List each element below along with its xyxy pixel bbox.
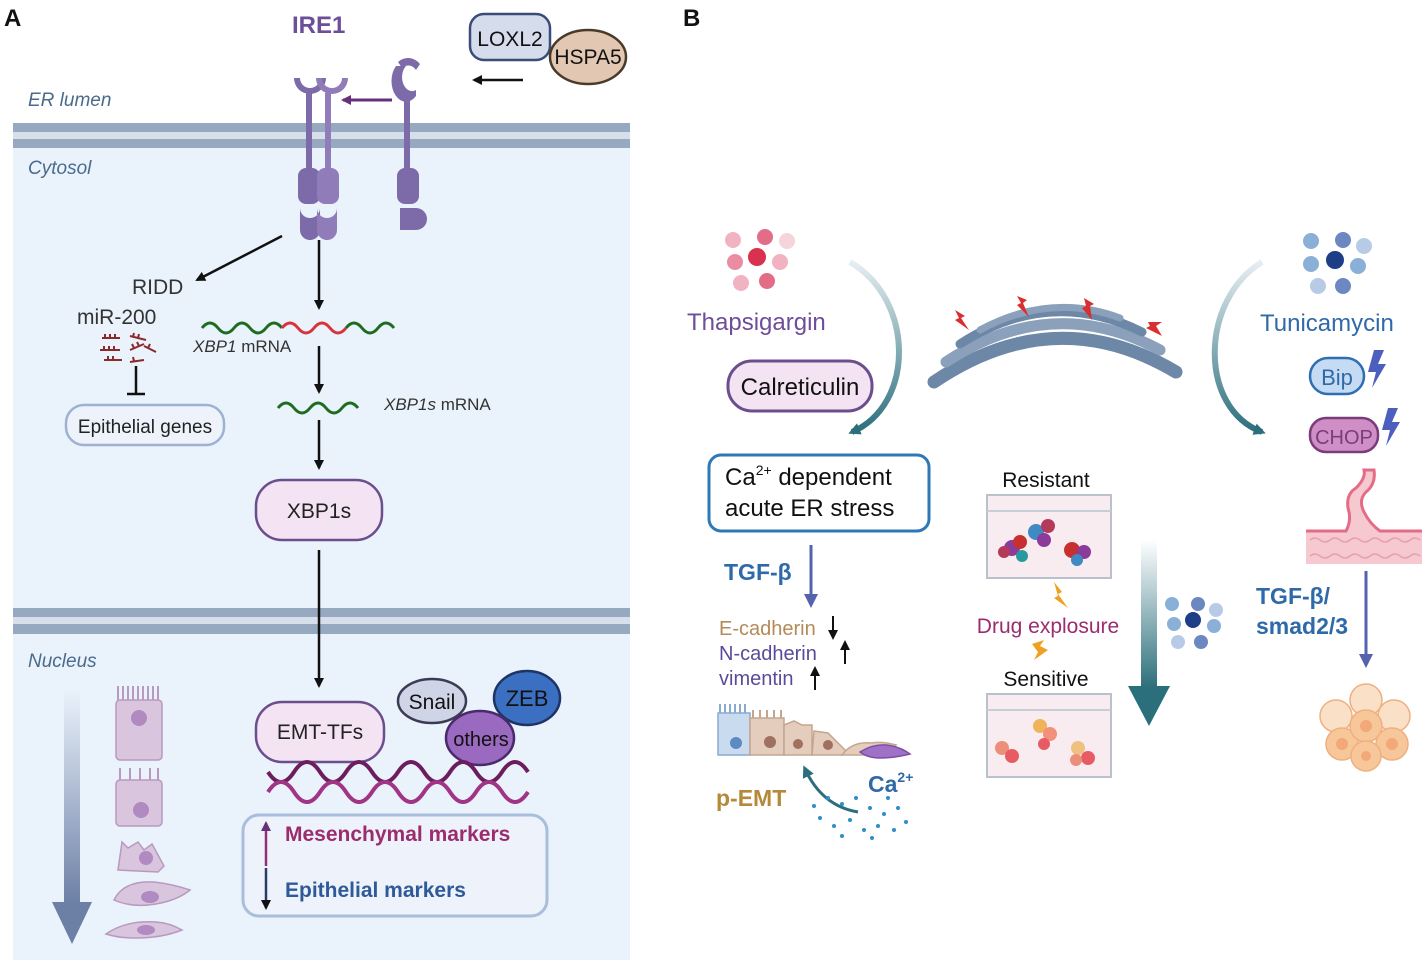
emt-progression-arrow [52,690,92,944]
xbp1s-protein-node [254,478,384,542]
ca-label: Ca2+ [868,769,913,797]
mirna-fragments-icon [100,332,157,363]
others-node [444,709,516,767]
epithelial-genes-node [64,403,226,447]
tunicamycin-downstream-arrow [1128,540,1170,726]
sensitive-label: Sensitive [1003,668,1088,691]
epithelial-cell-icon [115,686,163,761]
cell-cluster-icon [1319,683,1411,772]
panel-a: A ER lumen Cytosol Nucleus IRE1 [4,5,630,960]
nucleus-label: Nucleus [28,651,97,672]
ridd-label: RIDD [132,276,183,299]
er-stress-line1: Ca2+ dependent [725,462,892,491]
mir200-label: miR-200 [77,306,156,329]
emt-tfs-node [254,700,386,764]
loxl2-label: LOXL2 [477,28,542,51]
sensitive-dish-icon [986,693,1112,778]
p-emt-label: p-EMT [716,785,786,811]
intermediate-cell-icon [115,768,163,827]
chop-lightning-icon [1382,408,1400,446]
drug-exposure-lightning-icon [1032,582,1068,660]
calreticulin-label: Calreticulin [741,374,860,401]
panel-b-letter: B [683,5,700,32]
n-cadherin-label: N-cadherin [719,643,817,665]
dna-helix-icon [266,760,530,804]
tgfb-label: TGF-β [724,559,792,585]
tunicamycin-label: Tunicamycin [1260,310,1394,337]
drug-exposure-label: Drug explosure [977,615,1119,638]
xbp1s-mrna-wave [276,401,360,415]
tunicamycin-small-molecules-icon [1165,597,1223,649]
bip-node [1308,356,1366,396]
snail-label: Snail [409,691,456,714]
panel-a-letter: A [4,5,21,32]
er-stress-box [707,453,931,533]
p-emt-cell-strip-icon [717,704,912,759]
transitioning-cell-icon [117,840,165,873]
chop-label: CHOP [1315,427,1373,449]
nuclear-membrane [13,608,630,634]
ire1-to-ridd-arrow [195,234,283,282]
xbp1-mrna-wave-tail [344,321,396,335]
zeb-label: ZEB [506,686,549,711]
er-stress-lightning-icons [955,296,1162,336]
vimentin-label: vimentin [719,668,793,690]
chop-node [1308,416,1380,454]
spindle-cell-icon [104,921,184,939]
xbp1s-protein-label: XBP1s [287,500,351,523]
er-stress-line2: acute ER stress [725,495,894,522]
zeb-node [492,669,562,727]
ca-ion-dots-icon [812,796,908,840]
endoplasmic-reticulum-icon [927,303,1183,389]
ire1-label: IRE1 [292,12,345,39]
xbp1s-mrna-label: XBP1s mRNA [383,395,491,414]
xbp1-intron-wave [280,321,348,335]
emt-tfs-label: EMT-TFs [277,721,363,744]
tunicamycin-curve-arrow [1211,259,1266,435]
ire1-monomer-icon [391,57,427,230]
resistant-label: Resistant [1002,469,1090,492]
ire1-dimer-icon [294,78,348,240]
panel-b: B Thapsigargin Calreticulin Ca2+ depende… [683,5,1422,840]
loxl2-node [468,12,552,62]
emt-cell-series-icon [104,686,192,939]
thapsigargin-molecules-icon [725,229,795,291]
snail-node [396,677,468,725]
resistant-dish-icon [986,494,1112,579]
epithelial-markers-label: Epithelial markers [285,879,466,902]
er-lumen-label: ER lumen [28,90,111,111]
thapsigargin-label: Thapsigargin [687,309,826,336]
er-membrane [13,123,630,148]
hspa5-label: HSPA5 [554,46,621,69]
markers-box [241,813,549,918]
epithelial-genes-label: Epithelial genes [78,417,212,438]
e-cadherin-label: E-cadherin [719,618,816,640]
mesenchymal-markers-label: Mesenchymal markers [285,823,510,846]
xbp1-mrna-label: XBP1 mRNA [192,337,292,356]
calreticulin-node [726,359,874,413]
thapsigargin-curve-arrow [848,259,902,435]
tunicamycin-molecules-icon [1303,232,1372,294]
tgfb-smad-line2: smad2/3 [1256,613,1348,639]
hspa5-node [548,28,628,86]
xbp1-mrna-wave [200,321,284,335]
intestinal-tissue-icon [1306,468,1422,564]
cytosol-label: Cytosol [28,158,92,179]
tgfb-smad-line1: TGF-β/ [1256,583,1331,609]
bip-label: Bip [1321,365,1353,390]
others-label: others [453,729,509,751]
mesenchymal-cell-icon [112,881,192,907]
bip-lightning-icon [1368,350,1386,388]
